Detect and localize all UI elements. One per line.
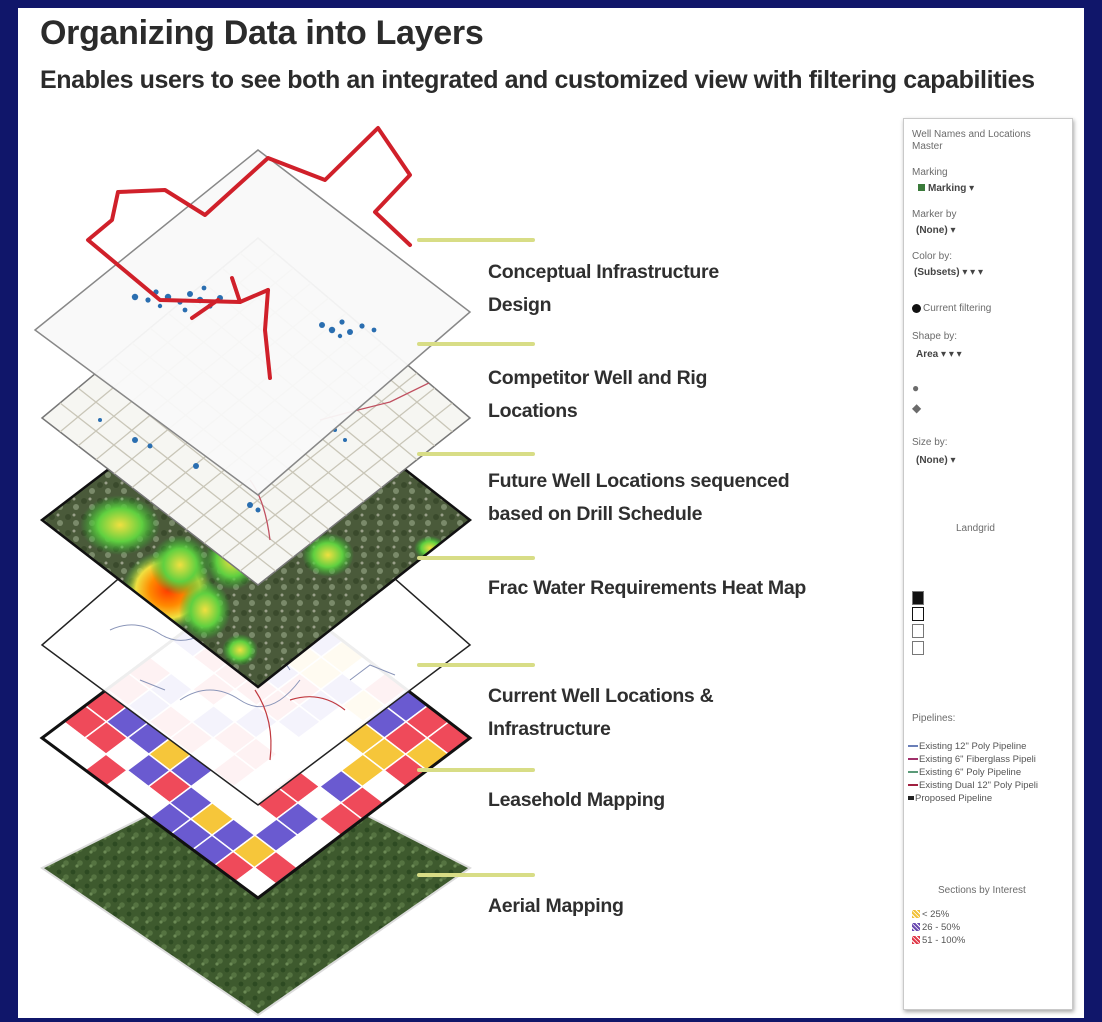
color-by-select[interactable]: (Subsets) ▾ ▾ ▾ bbox=[914, 267, 983, 278]
pipeline-legend-item: Existing 6" Poly Pipeline bbox=[908, 767, 1021, 778]
shape-circle-icon: ● bbox=[912, 381, 920, 395]
hatch-swatch-icon bbox=[912, 910, 920, 919]
marking-select[interactable]: Marking ▾ bbox=[918, 183, 974, 194]
color-by-select-value: (Subsets) bbox=[914, 267, 960, 278]
pipeline-legend-item: Existing 12" Poly Pipeline bbox=[908, 741, 1026, 752]
layer-label-current-wells: Current Well Locations & Infrastructure bbox=[488, 685, 714, 740]
more-icon: ▾ ▾ bbox=[970, 267, 983, 278]
leader-line bbox=[417, 663, 535, 667]
size-by-select-value: (None) bbox=[916, 455, 948, 466]
sections-legend-item: 26 - 50% bbox=[912, 922, 960, 933]
current-filtering-label: Current filtering bbox=[923, 303, 992, 314]
marker-by-select[interactable]: (None) ▾ bbox=[916, 225, 955, 236]
line-swatch-icon bbox=[908, 758, 918, 761]
pipeline-legend-text: Existing 6" Poly Pipeline bbox=[919, 767, 1022, 778]
layer-label-future-wells: Future Well Locations sequenced based on… bbox=[488, 470, 790, 525]
leader-line bbox=[417, 452, 535, 456]
leader-line bbox=[417, 342, 535, 346]
chevron-down-icon: ▾ bbox=[969, 183, 975, 194]
landgrid-label: Landgrid bbox=[956, 523, 995, 534]
layer-label-aerial-mapping: Aerial Mapping bbox=[488, 895, 624, 917]
leader-line bbox=[417, 768, 535, 772]
panel-header: Well Names and Locations Master bbox=[912, 129, 1031, 152]
slide-subtitle: Enables users to see both an integrated … bbox=[40, 66, 1035, 94]
line-swatch-icon bbox=[908, 745, 918, 748]
landgrid-swatch bbox=[912, 641, 924, 655]
pipeline-legend-text: Existing 12" Poly Pipeline bbox=[919, 741, 1027, 752]
conceptual-infrastructure-layer bbox=[33, 126, 472, 496]
line-swatch-icon bbox=[908, 771, 918, 774]
sections-legend-item: 51 - 100% bbox=[912, 935, 965, 946]
pipeline-legend-text: Proposed Pipeline bbox=[915, 793, 993, 804]
shape-by-select-value: Area bbox=[916, 349, 939, 360]
chevron-down-icon: ▾ bbox=[950, 455, 956, 466]
leader-line bbox=[417, 238, 535, 242]
layer-label-competitor-wells: Competitor Well and Rig Locations bbox=[488, 367, 708, 422]
well-clusters bbox=[131, 285, 377, 339]
grid-line bbox=[59, 402, 277, 572]
layer-label-leasehold-mapping: Leasehold Mapping bbox=[488, 789, 665, 811]
marking-select-value: Marking bbox=[928, 183, 967, 194]
grid-line bbox=[77, 387, 294, 558]
sections-label: Sections by Interest bbox=[938, 885, 1026, 896]
size-by-select[interactable]: (None) ▾ bbox=[916, 455, 955, 466]
marker-by-select-value: (None) bbox=[916, 225, 948, 236]
pipeline-legend-text: Existing 6" Fiberglass Pipeli bbox=[919, 754, 1036, 765]
shape-by-select[interactable]: Area ▾ ▾ ▾ bbox=[916, 349, 962, 360]
chevron-down-icon: ▾ bbox=[962, 267, 968, 278]
pipeline-legend-item: Existing Dual 12" Poly Pipeli bbox=[908, 780, 1038, 791]
sections-legend-item: < 25% bbox=[912, 909, 949, 920]
legend-panel: Well Names and Locations Master Marking … bbox=[903, 118, 1073, 1010]
shape-by-label: Shape by: bbox=[912, 331, 958, 342]
layer-label-conceptual-infrastructure: Conceptual Infrastructure Design bbox=[488, 261, 719, 316]
sections-legend-text: 51 - 100% bbox=[922, 935, 966, 946]
marker-by-label: Marker by bbox=[912, 209, 957, 220]
chevron-down-icon: ▾ bbox=[941, 349, 947, 360]
layer-stack-diagram bbox=[33, 126, 473, 1017]
sections-legend-text: < 25% bbox=[922, 909, 950, 920]
size-by-label: Size by: bbox=[912, 437, 948, 448]
line-swatch-icon bbox=[908, 796, 914, 801]
grid-line bbox=[239, 402, 453, 572]
current-filtering-item[interactable]: Current filtering bbox=[912, 303, 991, 314]
marking-swatch-icon bbox=[918, 184, 925, 191]
filter-dot-icon bbox=[912, 303, 921, 313]
leader-line bbox=[417, 556, 535, 560]
color-by-label: Color by: bbox=[912, 251, 953, 262]
chevron-down-icon: ▾ bbox=[950, 225, 956, 236]
leader-line bbox=[417, 873, 535, 877]
layer-label-frac-water-heat-map: Frac Water Requirements Heat Map bbox=[488, 577, 807, 599]
pipeline-legend-item: Existing 6" Fiberglass Pipeli bbox=[908, 754, 1036, 765]
line-swatch-icon bbox=[908, 784, 918, 787]
marking-label: Marking bbox=[912, 167, 948, 178]
more-icon: ▾ ▾ bbox=[948, 349, 962, 360]
hatch-swatch-icon bbox=[912, 923, 920, 932]
pipeline-route bbox=[86, 126, 412, 380]
slide-title: Organizing Data into Layers bbox=[40, 14, 484, 52]
pipeline-legend-item: Proposed Pipeline bbox=[908, 793, 992, 804]
sections-legend-text: 26 - 50% bbox=[922, 922, 961, 933]
pipelines-label: Pipelines: bbox=[912, 713, 956, 724]
pipeline-legend-text: Existing Dual 12" Poly Pipeli bbox=[919, 780, 1039, 791]
landgrid-swatch-dark bbox=[912, 591, 924, 605]
hatch-swatch-icon bbox=[912, 936, 920, 945]
landgrid-swatch-selected bbox=[912, 607, 924, 621]
shape-diamond-icon: ◆ bbox=[912, 401, 922, 415]
landgrid-swatch bbox=[912, 624, 924, 638]
